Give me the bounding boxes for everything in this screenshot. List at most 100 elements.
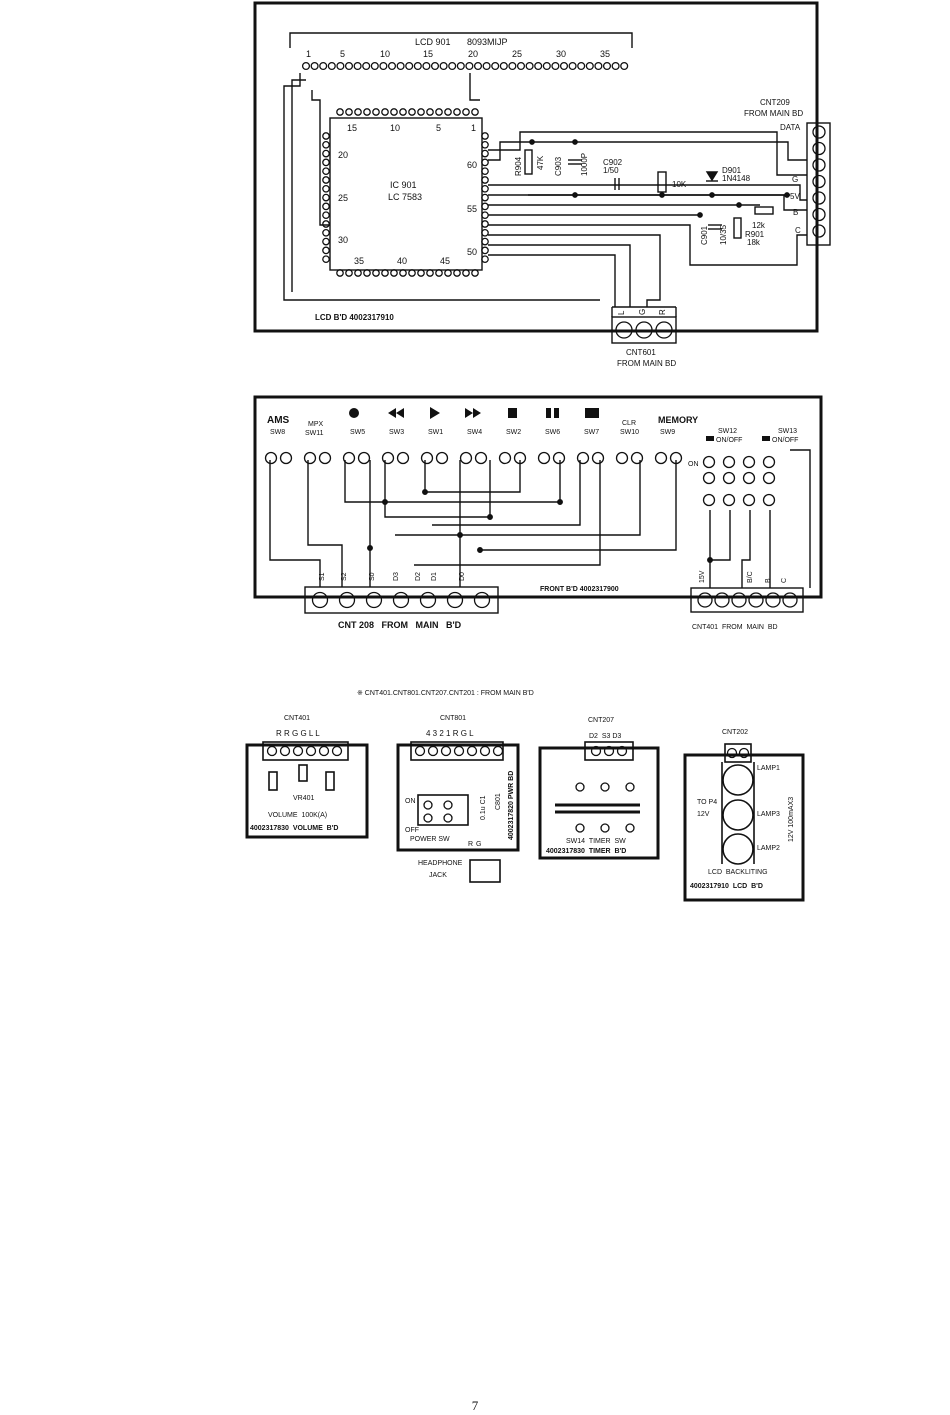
c902-label: C902: [603, 158, 623, 167]
volume-pin: [292, 745, 304, 757]
switch-pad: [552, 451, 566, 465]
sw12-state: ON/OFF: [716, 437, 742, 444]
lamp2-label: LAMP2: [757, 845, 780, 852]
ic-pin: [345, 269, 353, 277]
lcd-pin: [473, 61, 483, 71]
slide-switch-pad: [762, 493, 776, 507]
c903-label: C903: [554, 156, 563, 176]
sw8-label: SW8: [270, 429, 285, 436]
cnt208-pin: D2: [415, 572, 422, 581]
volume-connector: [262, 741, 349, 761]
mpx-label: MPX: [308, 421, 324, 428]
ic-pin: [481, 167, 489, 176]
front-board-schematic: [253, 395, 823, 614]
power-sw-body: [417, 794, 469, 826]
power-pin-g: G: [476, 841, 481, 848]
power-pin: [466, 745, 478, 757]
lcd-board-text: LCD 901 8093MIJP 1 5 10 15 20 25 30 35 1…: [306, 37, 803, 368]
switch-pad: [381, 451, 395, 465]
ic-pin: [354, 269, 362, 277]
volume-pin: [266, 745, 278, 757]
lcd-pin: [319, 61, 328, 71]
ic-pin: [322, 193, 330, 202]
switch-pad: [420, 451, 434, 465]
ic-pin-label: 25: [338, 193, 348, 203]
ic-pin: [322, 158, 330, 167]
ic-pin: [481, 228, 489, 237]
timer-pin: [603, 745, 615, 757]
cnt401-pin: C: [781, 578, 788, 583]
power-pins: 4 3 2 1 R G L: [426, 729, 474, 738]
slide-switch-pad: [702, 493, 716, 507]
ic-pin: [322, 255, 330, 264]
ic-pin: [444, 269, 452, 277]
sw10-label: SW10: [620, 429, 639, 436]
ic-pin: [417, 108, 425, 116]
cnt401-pin: [697, 592, 713, 608]
ic-pin: [481, 237, 489, 246]
sw7-label: SW7: [584, 429, 599, 436]
timer-pins: D2 S3 D3: [589, 733, 621, 740]
r904-resistor: [524, 149, 533, 175]
cnt601-from: FROM MAIN BD: [617, 359, 676, 368]
r901-value: 18k: [747, 238, 761, 247]
sw13-state: ON/OFF: [772, 437, 798, 444]
vr401-left: [268, 771, 278, 791]
cnt209-pin: [812, 207, 826, 222]
cnt208-pin: S2: [341, 572, 348, 581]
cnt601-pin: R: [658, 309, 667, 315]
page-number: 7: [471, 1398, 479, 1413]
power-sw-pad: [443, 813, 453, 823]
junction-dot: [422, 489, 428, 495]
sw12-marker-icon: [706, 436, 714, 441]
front-board-outline: [253, 395, 823, 599]
cnt209-pin: [812, 174, 826, 189]
lcd-board-label: LCD B'D 4002317910: [315, 313, 394, 322]
cnt208-pin: D3: [393, 572, 400, 581]
junction-dot: [572, 192, 578, 198]
cnt209-pin: [812, 224, 826, 238]
lcd-pin: [482, 61, 491, 71]
vr401-right: [325, 771, 335, 791]
ic-right-bus-10: [488, 254, 616, 307]
switch-pad: [459, 451, 473, 465]
timer-contact: [600, 823, 610, 833]
front-bus-7: [395, 460, 641, 536]
r904-label: R904: [514, 156, 523, 176]
cnt209-c: C: [795, 226, 801, 235]
cnt401-pin: [731, 592, 747, 608]
junction-dot: [457, 532, 463, 538]
cnt601-connector: [611, 316, 677, 344]
lamp-connector: [724, 743, 752, 763]
cnt401-pin: [748, 592, 764, 608]
lcd-pin: [422, 61, 431, 71]
sw3-label: SW3: [389, 429, 404, 436]
r12k-label: 12k: [752, 221, 766, 230]
ic-pin-label: 55: [467, 204, 477, 214]
ic-pin: [336, 108, 344, 116]
timer-contact: [625, 782, 635, 792]
timer-connector: [584, 741, 634, 761]
timer-pin: [590, 745, 602, 757]
pause-icon: [546, 408, 559, 418]
lcd-pin: [439, 61, 448, 71]
power-pin: [440, 745, 452, 757]
junction-dot: [529, 139, 535, 145]
small-boards: [245, 741, 805, 902]
lcd-trace-a: [283, 73, 600, 301]
power-on: ON: [405, 798, 416, 805]
ic-pin-label: 60: [467, 160, 477, 170]
play-icon: [430, 407, 440, 419]
cnt401-pin: [782, 592, 798, 608]
front-bus-10: [480, 460, 677, 551]
ic-pin: [381, 269, 389, 277]
front-bus-14: [741, 510, 751, 588]
switch-pad: [654, 451, 668, 465]
cnt208-label: CNT 208 FROM MAIN B'D: [338, 620, 462, 630]
ic-pin: [322, 202, 330, 211]
slide-switch-pad: [742, 493, 756, 507]
volume-pin: [305, 745, 317, 757]
slide-switch-pad: [742, 471, 756, 485]
cnt209-b: B: [793, 208, 798, 217]
sw1-label: SW1: [428, 429, 443, 436]
